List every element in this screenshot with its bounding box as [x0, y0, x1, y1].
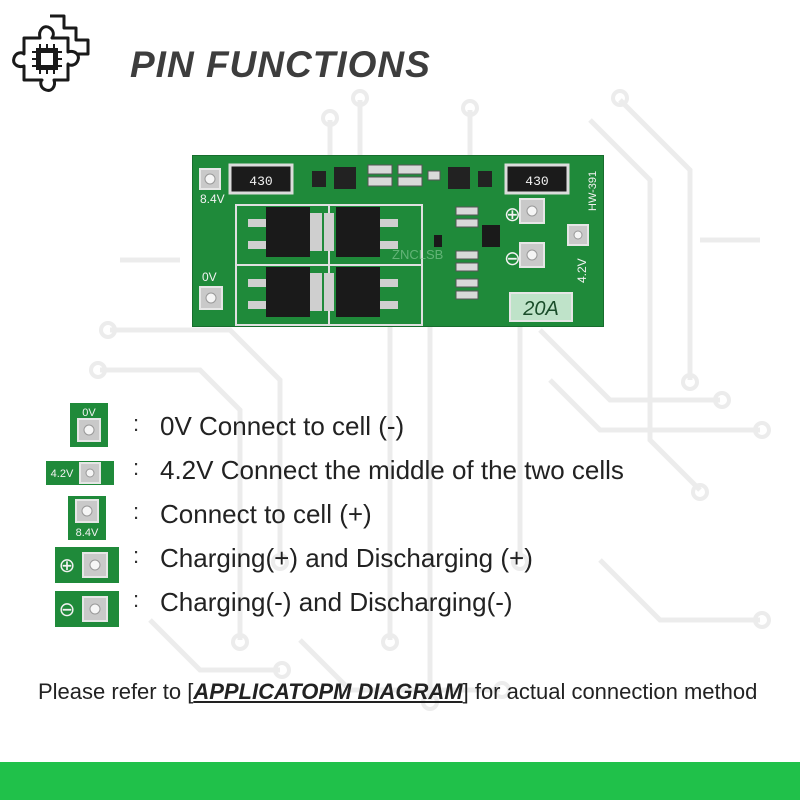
pin-colon: :	[133, 543, 140, 568]
svg-text:430: 430	[249, 174, 272, 189]
pin-description: Charging(+) and Discharging (+)	[160, 543, 533, 573]
pin-description: Charging(-) and Discharging(-)	[160, 587, 513, 617]
svg-text:⊖: ⊖	[504, 248, 521, 270]
footer-bar	[0, 762, 800, 800]
svg-text:⊕: ⊕	[504, 204, 521, 226]
svg-text:20A: 20A	[522, 298, 559, 320]
pad-84v-icon: 8.4V	[68, 496, 106, 540]
pad-84v: 8.4V	[199, 168, 225, 206]
svg-text:⊕: ⊕	[59, 555, 76, 577]
board-watermark: ZNCLSB	[392, 247, 443, 262]
pad-0v: 0V	[199, 270, 223, 310]
svg-text:⊖: ⊖	[59, 599, 76, 621]
rating-label: 20A	[509, 292, 573, 322]
resistor-right: 430	[504, 163, 570, 195]
reference-note: Please refer to [APPLICATOPM DIAGRAM] fo…	[38, 676, 778, 707]
pad-plus-icon: ⊕	[55, 547, 119, 583]
pin-colon: :	[133, 499, 140, 524]
page-title: PIN FUNCTIONS	[130, 44, 431, 85]
bms-board-image: 430 430 8.4V 0V	[192, 155, 604, 327]
pin-description: Connect to cell (+)	[160, 499, 372, 529]
svg-text:8.4V: 8.4V	[76, 527, 99, 539]
pin-row-minus: ⊖ : Charging(-) and Discharging(-)	[40, 579, 760, 627]
pad-42v-icon: 4.2V	[46, 461, 114, 485]
svg-text:8.4V: 8.4V	[200, 192, 225, 206]
pin-colon: :	[133, 587, 140, 612]
svg-text:0V: 0V	[202, 270, 217, 284]
pin-row-42v: 4.2V : 4.2V Connect the middle of the tw…	[40, 447, 760, 491]
pin-colon: :	[133, 455, 140, 480]
header: PIN FUNCTIONS	[10, 10, 610, 100]
pad-minus-icon: ⊖	[55, 591, 119, 627]
mosfet-group	[235, 204, 423, 326]
pad-minus: ⊖	[504, 242, 545, 270]
pin-row-0v: 0V : 0V Connect to cell (-)	[40, 403, 760, 447]
svg-text:4.2V: 4.2V	[51, 468, 74, 480]
resistor-left: 430	[228, 163, 294, 195]
svg-text:4.2V: 4.2V	[575, 258, 589, 283]
pin-row-84v: 8.4V : Connect to cell (+)	[40, 491, 760, 540]
application-diagram-link: APPLICATOPM DIAGRAM	[193, 679, 463, 704]
pad-42v: 4.2V	[567, 224, 589, 283]
note-suffix: ] for actual connection method	[462, 679, 758, 704]
pin-description: 4.2V Connect the middle of the two cells	[160, 455, 624, 485]
pin-description: 0V Connect to cell (-)	[160, 411, 405, 441]
board-model: HW-391	[587, 171, 599, 211]
puzzle-chip-icon	[12, 14, 90, 92]
pin-row-plus: ⊕ : Charging(+) and Discharging (+)	[40, 535, 760, 583]
pad-0v-icon: 0V	[70, 403, 108, 447]
svg-text:0V: 0V	[82, 407, 96, 419]
pad-plus: ⊕	[504, 198, 545, 226]
pin-colon: :	[133, 411, 140, 436]
note-prefix: Please refer to [	[38, 679, 194, 704]
svg-text:430: 430	[525, 174, 548, 189]
